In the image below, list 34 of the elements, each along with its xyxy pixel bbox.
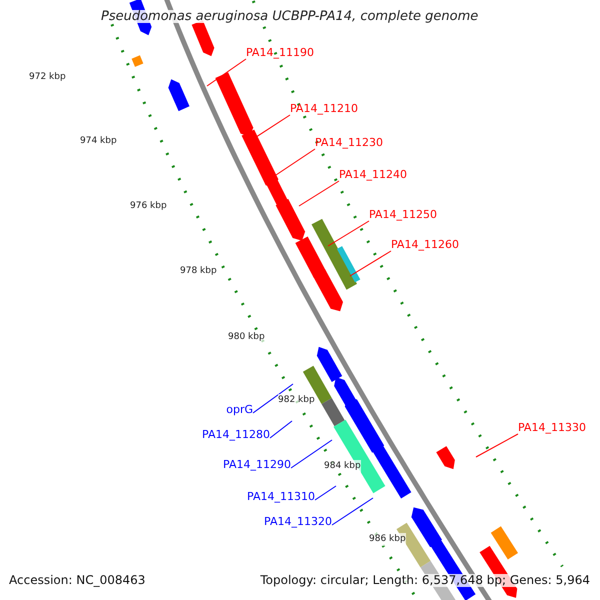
title: Pseudomonas aeruginosa UCBPP-PA14, complete genome xyxy=(101,10,478,23)
gene-label: PA14_11190 xyxy=(246,46,314,59)
leader-line xyxy=(270,420,292,438)
leader-line xyxy=(476,434,518,458)
gene-label: PA14_11330 xyxy=(518,421,586,434)
scale-label: 984 kbp xyxy=(324,460,361,473)
gene-label: PA14_11210 xyxy=(290,102,358,115)
gene-label: PA14_11240 xyxy=(339,168,407,181)
leader-line xyxy=(276,148,316,176)
gene-label: PA14_11320 xyxy=(264,515,332,528)
gene-label: oprG xyxy=(226,403,253,416)
leader-line xyxy=(332,498,374,526)
scale-label: 986 kbp xyxy=(369,533,406,546)
genome-info-text: Topology: circular; Length: 6,537,648 bp; Genes: 5,964 xyxy=(260,574,590,587)
leader-line xyxy=(252,384,294,414)
leader-line xyxy=(314,486,336,500)
gene-label: PA14_11250 xyxy=(369,208,437,221)
gene-label: PA14_11280 xyxy=(202,428,270,441)
gene-label: PA14_11230 xyxy=(315,136,383,149)
scale-label: 978 kbp xyxy=(180,265,217,278)
accession-text: Accession: NC_008463 xyxy=(9,574,146,587)
scale-label: 976 kbp xyxy=(130,200,167,213)
leader-line xyxy=(350,250,392,276)
gene-label: PA14_11260 xyxy=(391,238,459,251)
leader-line xyxy=(206,58,246,86)
leader-line xyxy=(290,440,332,468)
scale-label: 974 kbp xyxy=(80,135,117,148)
scale-label: 972 kbp xyxy=(29,71,66,84)
leader-line xyxy=(298,180,340,206)
gene-label: PA14_11310 xyxy=(247,490,315,503)
leader-line xyxy=(328,220,370,246)
gene-label: PA14_11290 xyxy=(223,458,291,471)
scale-label: 982 kbp xyxy=(278,394,315,407)
scale-label: 980 kbp xyxy=(228,331,265,344)
